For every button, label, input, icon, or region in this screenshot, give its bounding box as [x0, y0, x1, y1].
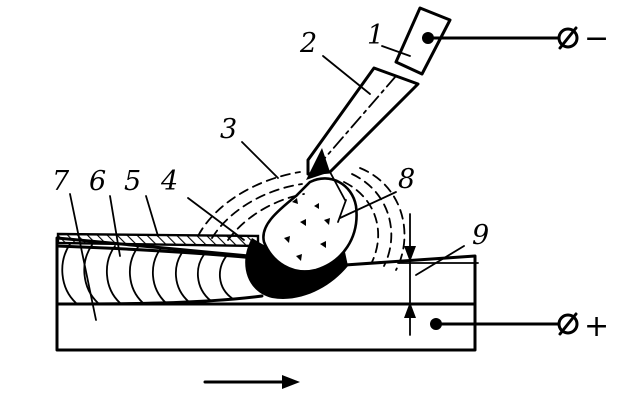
label-3: 3: [220, 114, 237, 145]
label-9: 9: [472, 220, 489, 251]
callout-labels: 1 2 3 4 5 6 7 8 9: [52, 20, 489, 251]
label-8: 8: [398, 164, 415, 195]
electrode-assembly: [306, 6, 452, 176]
leader-lines: [69, 45, 411, 321]
label-5: 5: [124, 166, 141, 197]
negative-terminal: −: [422, 21, 609, 56]
label-2: 2: [299, 28, 317, 59]
weld-bead: [55, 243, 264, 306]
label-6: 6: [89, 166, 106, 197]
label-4: 4: [160, 166, 178, 197]
label-7: 7: [52, 166, 70, 197]
positive-sign: +: [584, 309, 609, 344]
negative-sign: −: [584, 21, 609, 56]
gas-shield: [197, 167, 406, 271]
positive-terminal: +: [430, 309, 609, 344]
arc-zone: [262, 148, 358, 273]
direction-arrow: [203, 375, 300, 389]
penetration-depth-dimension: [397, 213, 479, 336]
label-1: 1: [367, 20, 384, 51]
